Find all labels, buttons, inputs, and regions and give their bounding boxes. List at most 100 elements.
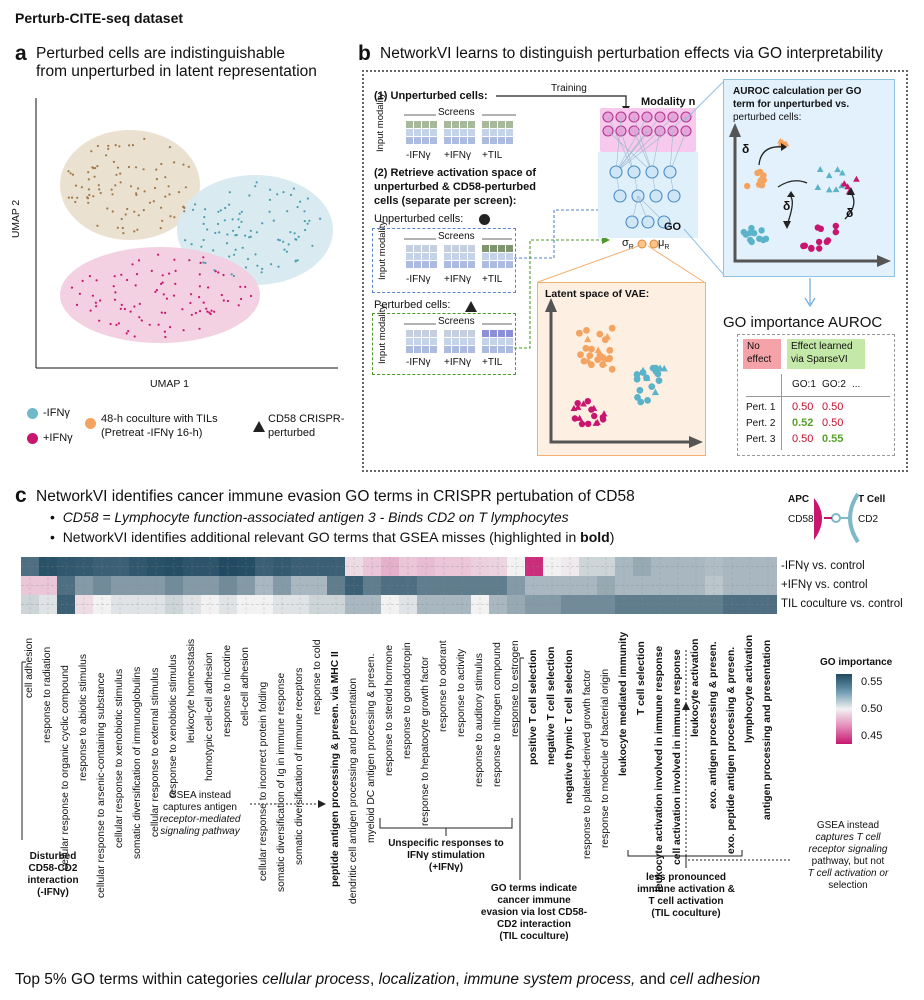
matrix-cell xyxy=(482,330,489,337)
umap-dot xyxy=(239,285,242,288)
matrix-cell xyxy=(490,253,497,260)
go-table-frame xyxy=(737,334,895,456)
network-sigma-node xyxy=(637,239,647,249)
matrix-cell xyxy=(468,245,475,252)
matrix-cell xyxy=(498,253,505,260)
matrix-cell xyxy=(498,245,505,252)
auroc-blue-point xyxy=(747,236,754,244)
legend-coculture-marker xyxy=(85,418,96,429)
latent-orange-triangle xyxy=(594,346,602,354)
umap-xlabel: UMAP 1 xyxy=(150,378,189,390)
network-hidden-node xyxy=(663,165,677,179)
heatmap-cell xyxy=(111,576,130,595)
network-edge xyxy=(633,116,653,173)
umap-dot xyxy=(69,172,72,175)
umap-dot xyxy=(143,137,146,140)
table-row-2-label: Pert. 2 xyxy=(746,418,776,429)
matrix-cell xyxy=(490,137,497,144)
table-vline xyxy=(781,374,782,450)
matrix-cell xyxy=(506,253,513,260)
panel-b-letter: b xyxy=(358,42,371,65)
umap-dot xyxy=(222,273,225,277)
screens-label-1: Screens xyxy=(438,107,475,118)
umap-dot xyxy=(188,259,191,262)
matrix-cell xyxy=(506,330,513,337)
auroc-orange-point xyxy=(744,182,751,190)
m2-screen-1: -IFNγ xyxy=(406,274,431,285)
umap-dot xyxy=(125,332,128,335)
umap-dot xyxy=(202,238,205,242)
matrix-cell xyxy=(422,245,429,252)
input-modality-3: Input modality xyxy=(377,304,388,364)
heatmap-cell xyxy=(381,595,400,614)
matrix-cell xyxy=(468,261,475,268)
umap-dot xyxy=(127,165,131,169)
umap-dot xyxy=(294,259,297,262)
umap-cloud-plus-ifn xyxy=(60,247,260,343)
matrix-cell xyxy=(506,121,513,128)
umap-dot xyxy=(128,144,131,147)
auroc-blue-triangle xyxy=(834,166,841,173)
umap-dot xyxy=(119,307,122,310)
colorbar-tick-045: 0.45 xyxy=(861,730,883,742)
umap-dot xyxy=(182,163,185,166)
umap-dot xyxy=(87,188,90,191)
latent-blue-point xyxy=(649,364,657,372)
umap-dot xyxy=(174,282,177,285)
annotation-brackets xyxy=(21,650,790,880)
footer-caption: Top 5% GO terms within categories cellul… xyxy=(15,971,761,988)
latent-pink-triangle xyxy=(590,404,598,411)
heatmap-cell xyxy=(201,557,220,576)
heatmap-cell xyxy=(21,576,40,595)
matrix-cell xyxy=(468,121,475,128)
heatmap-cell xyxy=(471,595,490,614)
latent-blue-point xyxy=(654,370,662,378)
table-row-2-go2: 0.50 xyxy=(822,417,844,429)
umap-dot xyxy=(226,233,229,236)
network-edge xyxy=(615,116,622,173)
matrix-cell xyxy=(430,137,437,144)
matrix-cell xyxy=(490,338,497,345)
latent-blue-triangle xyxy=(639,366,647,374)
umap-dot xyxy=(154,290,157,293)
umap-dot xyxy=(114,291,117,294)
latent-orange-triangle xyxy=(600,359,608,367)
umap-dot xyxy=(81,279,84,282)
umap-dot xyxy=(161,274,164,277)
matrix-cell xyxy=(460,121,467,128)
heatmap-cell xyxy=(615,557,634,576)
umap-dot xyxy=(115,173,118,176)
umap-dot xyxy=(87,171,90,174)
latent-orange-point xyxy=(608,365,616,373)
matrix-cell xyxy=(406,261,413,268)
effect-learned-2: via SparseVI xyxy=(791,354,848,365)
heatmap-cell xyxy=(615,595,634,614)
umap-dot xyxy=(268,198,271,201)
panel-a-title-2: from unperturbed in latent representatio… xyxy=(36,63,317,80)
m3-screen-2: +IFNγ xyxy=(444,357,471,368)
matrix-cell xyxy=(490,261,497,268)
auroc-title-3: perturbed cells: xyxy=(733,112,802,123)
matrix-cell xyxy=(468,346,475,353)
umap-dot xyxy=(150,269,153,272)
modality-n-label: Modality n xyxy=(641,96,696,108)
heatmap-cell xyxy=(345,557,364,576)
latent-orange-point xyxy=(586,352,594,359)
latent-orange-point xyxy=(577,351,584,359)
umap-dot xyxy=(241,246,244,249)
annotation-unspecific: Unspecific responses to IFNγ stimulation… xyxy=(388,838,504,873)
umap-dot xyxy=(161,281,164,284)
matrix-cell xyxy=(452,346,459,353)
umap-dot xyxy=(96,224,99,227)
umap-dot xyxy=(248,236,251,239)
heatmap-cell xyxy=(741,576,760,595)
colorbar xyxy=(836,674,852,744)
umap-dot xyxy=(160,162,163,166)
latent-pink-point xyxy=(574,400,581,407)
umap-dot xyxy=(113,298,117,301)
heatmap-cell xyxy=(525,576,544,595)
umap-dot xyxy=(159,227,162,230)
network-hidden-node xyxy=(609,165,623,179)
umap-dot xyxy=(173,258,176,261)
latent-scatter xyxy=(545,298,703,448)
